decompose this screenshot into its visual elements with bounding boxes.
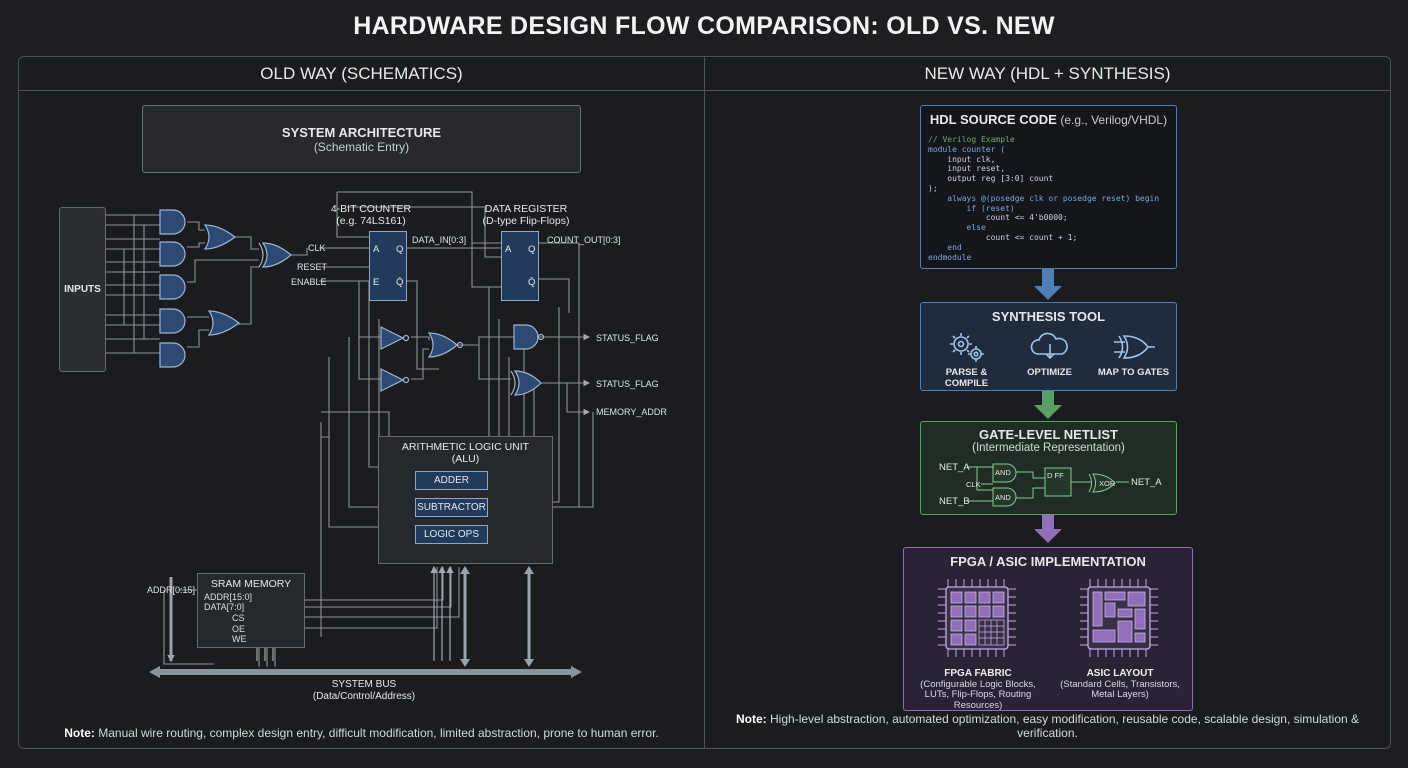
hdl-title: HDL SOURCE CODE (e.g., Verilog/VHDL) (929, 112, 1168, 127)
netlist-xor: XOR (1099, 479, 1116, 488)
and-gate-icon (159, 308, 186, 334)
netlist-and2: AND (995, 493, 1011, 502)
counter-chip: A E Q Q̄ (369, 231, 407, 301)
sram-title: SRAM MEMORY (210, 578, 292, 590)
sram-pin-we: WE (232, 634, 247, 644)
netlist-net-a: NET_A (939, 462, 970, 473)
or-gate-icon (427, 332, 458, 358)
inputs-block: INPUTS (59, 207, 106, 372)
alu-adder: ADDER (415, 471, 488, 490)
hdl-code: // Verilog Example module counter ( inpu… (928, 135, 1160, 262)
count-out-label: COUNT_OUT[0:3] (547, 235, 621, 245)
sram-pin-addr: ADDR[15:0] (204, 592, 253, 602)
system-bus-label: SYSTEM BUS(Data/Control/Address) (312, 679, 416, 702)
alu-logic-ops: LOGIC OPS (415, 525, 488, 544)
old-way-panel: OLD WAY (SCHEMATICS) SYSTEM ARCHITECTURE… (18, 56, 705, 749)
memory-addr-label: MEMORY_ADDR (596, 407, 667, 417)
or-gate-icon (207, 310, 241, 336)
alu-block: ARITHMETIC LOGIC UNIT(ALU) ADDER SUBTRAC… (378, 436, 553, 564)
sram-block: SRAM MEMORY ADDR[15:0] DATA[7:0] CS OE W… (197, 573, 305, 648)
netlist-diagram: AND AND D FF XOR CLK NET_A NET_B NET_A (939, 462, 1162, 507)
gears-icon (949, 333, 984, 362)
or-gate-icon (203, 224, 237, 250)
xor-gate-icon (513, 370, 542, 396)
dff-icon (1044, 467, 1072, 497)
sram-pin-data: DATA[7:0] (204, 602, 245, 612)
hdl-source-box: HDL SOURCE CODE (e.g., Verilog/VHDL) // … (920, 105, 1177, 269)
system-architecture-title: SYSTEM ARCHITECTURE (281, 125, 442, 140)
asic-layout-label: ASIC LAYOUT(Standard Cells, Transistors,… (1060, 668, 1180, 700)
netlist-clk: CLK (966, 480, 981, 489)
netlist-dff: D FF (1047, 471, 1064, 480)
netlist-title: GATE-LEVEL NETLIST (979, 427, 1118, 442)
alu-title: ARITHMETIC LOGIC UNIT(ALU) (401, 441, 530, 465)
new-way-panel: NEW WAY (HDL + SYNTHESIS) HDL SOURCE COD… (704, 56, 1391, 749)
data-register-chip: A Q Q̄ (501, 231, 539, 301)
asic-chip-icon (1080, 579, 1158, 657)
and-gate-icon (992, 463, 1017, 483)
enable-label: ENABLE (291, 277, 327, 287)
and-gate-icon (159, 274, 186, 300)
sram-pin-oe: OE (232, 624, 246, 634)
sram-pin-cs: CS (232, 613, 245, 623)
flow-arrows (1034, 269, 1062, 543)
gate-level-netlist-box: GATE-LEVEL NETLIST (Intermediate Represe… (920, 421, 1177, 515)
synth-step-parse: PARSE & COMPILE (924, 327, 1009, 389)
data-register-title: DATA REGISTER(D-type Flip-Flops) (482, 203, 570, 227)
new-way-header: NEW WAY (HDL + SYNTHESIS) (705, 57, 1390, 91)
counter-title: 4-BIT COUNTER(e.g. 74LS161) (330, 203, 412, 227)
xor-gate-icon (261, 242, 292, 268)
netlist-subtitle: (Intermediate Representation) (972, 442, 1125, 454)
page-title: HARDWARE DESIGN FLOW COMPARISON: OLD VS.… (353, 12, 1055, 40)
flow-arrow-icon (1034, 269, 1062, 300)
fpga-chip-icon (938, 579, 1016, 657)
netlist-net-b: NET_B (939, 496, 970, 507)
status-flag-label-2: STATUS_FLAG (596, 379, 659, 389)
netlist-and1: AND (995, 468, 1011, 477)
and-gate-icon (513, 324, 539, 350)
implementation-title: FPGA / ASIC IMPLEMENTATION (950, 554, 1146, 569)
addr-label: ADDR[0:15] (147, 585, 196, 595)
old-way-header: OLD WAY (SCHEMATICS) (19, 57, 704, 91)
netlist-net-out: NET_A (1131, 477, 1162, 488)
status-flag-label-1: STATUS_FLAG (596, 333, 659, 343)
and-gate-icon (992, 487, 1017, 507)
xor-gate-icon (1113, 335, 1155, 359)
synthesis-tool-box: SYNTHESIS TOOL PARSE & COMPILE OPTIMIZE … (920, 302, 1177, 391)
implementation-box: FPGA / ASIC IMPLEMENTATION (903, 547, 1193, 711)
and-gate-icon (159, 342, 186, 368)
inputs-label: INPUTS (64, 284, 101, 295)
and-gate-icon (159, 241, 186, 267)
synthesis-title: SYNTHESIS TOOL (991, 309, 1106, 324)
data-in-label: DATA_IN[0:3] (412, 235, 467, 245)
system-architecture-subtitle: (Schematic Entry) (313, 140, 410, 154)
buffer-icon (380, 326, 405, 350)
reset-label: RESET (297, 262, 328, 272)
alu-subtractor: SUBTRACTOR (415, 498, 488, 517)
clk-label: CLK (308, 243, 326, 253)
system-architecture-box: SYSTEM ARCHITECTURE (Schematic Entry) (142, 105, 581, 173)
synth-step-optimize: OPTIMIZE (1007, 327, 1092, 378)
xor-gate-icon (1092, 473, 1116, 493)
buffer-icon (380, 368, 405, 392)
cloud-icon (1030, 332, 1068, 360)
old-way-note: Note: Manual wire routing, complex desig… (64, 726, 659, 740)
and-gate-icon (159, 209, 186, 235)
fpga-fabric-label: FPGA FABRIC(Configurable Logic Blocks, L… (920, 668, 1036, 711)
new-way-note: Note: High-level abstraction, automated … (736, 712, 1359, 740)
logic-gates (159, 209, 545, 553)
flow-arrow-icon (1034, 515, 1062, 543)
flow-arrow-icon (1034, 391, 1062, 419)
synth-step-map: MAP TO GATES (1091, 327, 1176, 378)
